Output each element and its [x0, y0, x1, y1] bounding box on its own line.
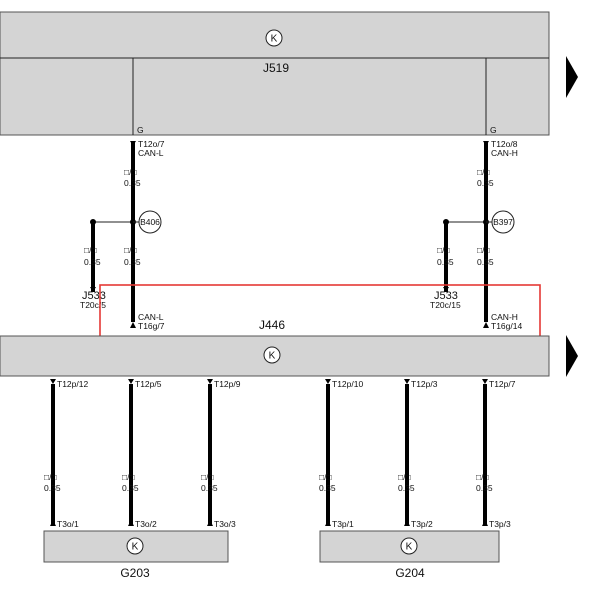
splice-b397[interactable]: B397: [491, 210, 515, 234]
continuation-arrow-icon[interactable]: [566, 56, 578, 98]
module-label-j519: J519: [263, 61, 289, 75]
pin-arrow-icon: [130, 322, 136, 328]
pin-arrow-icon: [443, 287, 449, 292]
pin-label: T12p/7: [489, 379, 516, 389]
pin-label: T12p/12: [57, 379, 88, 389]
pin-label: T20c/15: [430, 300, 461, 310]
module-label-g204: G204: [395, 566, 425, 580]
wire-size: 0.35: [122, 483, 139, 493]
pin-label: T3o/2: [135, 519, 157, 529]
ground-label-right: G: [490, 125, 497, 135]
continuation-arrow-icon[interactable]: [566, 335, 578, 377]
signal-label: CAN-L: [138, 148, 164, 158]
module-j446[interactable]: K: [0, 335, 550, 377]
wire-size: 0.35: [84, 257, 101, 267]
pin-label: T20c/5: [80, 300, 106, 310]
wire-size: 0.35: [477, 257, 494, 267]
wire-color: □/□: [124, 167, 137, 177]
bottom-wire-3[interactable]: T12p/9 □/□ 0.35 T3o/3: [201, 379, 241, 529]
wire-color: □/□: [122, 472, 135, 482]
module-g203[interactable]: K G203: [43, 530, 229, 580]
signal-label: CAN-H: [491, 148, 518, 158]
wire-color: □/□: [319, 472, 332, 482]
wire-color: □/□: [398, 472, 411, 482]
wire-color: □/□: [124, 245, 137, 255]
svg-text:B397: B397: [493, 217, 513, 227]
wire-size: 0.35: [476, 483, 493, 493]
svg-text:K: K: [132, 542, 139, 553]
svg-text:B406: B406: [140, 217, 160, 227]
pin-label: T12o/8: [491, 139, 518, 149]
signal-label: CAN-H: [491, 312, 518, 322]
bottom-wire-6[interactable]: T12p/7 □/□ 0.35 T3p/3: [476, 379, 516, 529]
ground-symbol-j519: K: [265, 29, 283, 47]
svg-text:K: K: [269, 351, 276, 362]
module-label-j446: J446: [259, 318, 285, 332]
module-j519[interactable]: K J519 G G: [0, 11, 550, 136]
wire-color: □/□: [477, 245, 490, 255]
pin-label: T3p/2: [411, 519, 433, 529]
bottom-wire-1[interactable]: T12p/12 □/□ 0.35 T3o/1: [44, 379, 88, 529]
module-label-g203: G203: [120, 566, 150, 580]
pin-label: T12p/5: [135, 379, 162, 389]
module-g204[interactable]: K G204: [319, 530, 500, 580]
pin-arrow-icon: [483, 141, 489, 146]
wire-color: □/□: [44, 472, 57, 482]
wire-color: □/□: [201, 472, 214, 482]
pin-label: T3p/1: [332, 519, 354, 529]
wire-size: 0.35: [437, 257, 454, 267]
bottom-wire-4[interactable]: T12p/10 □/□ 0.35 T3p/1: [319, 379, 363, 529]
svg-text:K: K: [406, 542, 413, 553]
target-label-j533-right: J533: [434, 290, 458, 302]
wire-size: 0.35: [124, 257, 141, 267]
ground-symbol-g203: K: [126, 537, 144, 555]
pin-label: T12p/9: [214, 379, 241, 389]
splice-b406[interactable]: B406: [138, 210, 162, 234]
wire-size: 0.35: [201, 483, 218, 493]
wire-size: 0.35: [398, 483, 415, 493]
ground-label-left: G: [137, 125, 144, 135]
wire-color: □/□: [84, 245, 97, 255]
wire-size: 0.35: [124, 178, 141, 188]
pin-label: T3p/3: [489, 519, 511, 529]
pin-arrow-icon: [130, 141, 136, 146]
highlight-box: [99, 284, 541, 345]
pin-arrow-icon: [483, 322, 489, 328]
pin-label: T12p/3: [411, 379, 438, 389]
wire-size: 0.35: [477, 178, 494, 188]
wire-size: 0.35: [44, 483, 61, 493]
wire-color: □/□: [437, 245, 450, 255]
bottom-wire-5[interactable]: T12p/3 □/□ 0.35 T3p/2: [398, 379, 438, 529]
signal-label: CAN-L: [138, 312, 164, 322]
pin-label: T12o/7: [138, 139, 165, 149]
ground-symbol-g204: K: [400, 537, 418, 555]
pin-label: T3o/3: [214, 519, 236, 529]
wire-color: □/□: [477, 167, 490, 177]
pin-label: T3o/1: [57, 519, 79, 529]
pin-label: T16g/14: [491, 321, 522, 331]
wire-size: 0.35: [319, 483, 336, 493]
wire-color: □/□: [476, 472, 489, 482]
bottom-wire-2[interactable]: T12p/5 □/□ 0.35 T3o/2: [122, 379, 162, 529]
pin-label: T16g/7: [138, 321, 165, 331]
svg-text:K: K: [271, 34, 278, 45]
pin-arrow-icon: [90, 287, 96, 292]
pin-label: T12p/10: [332, 379, 363, 389]
ground-symbol-j446: K: [263, 346, 281, 364]
